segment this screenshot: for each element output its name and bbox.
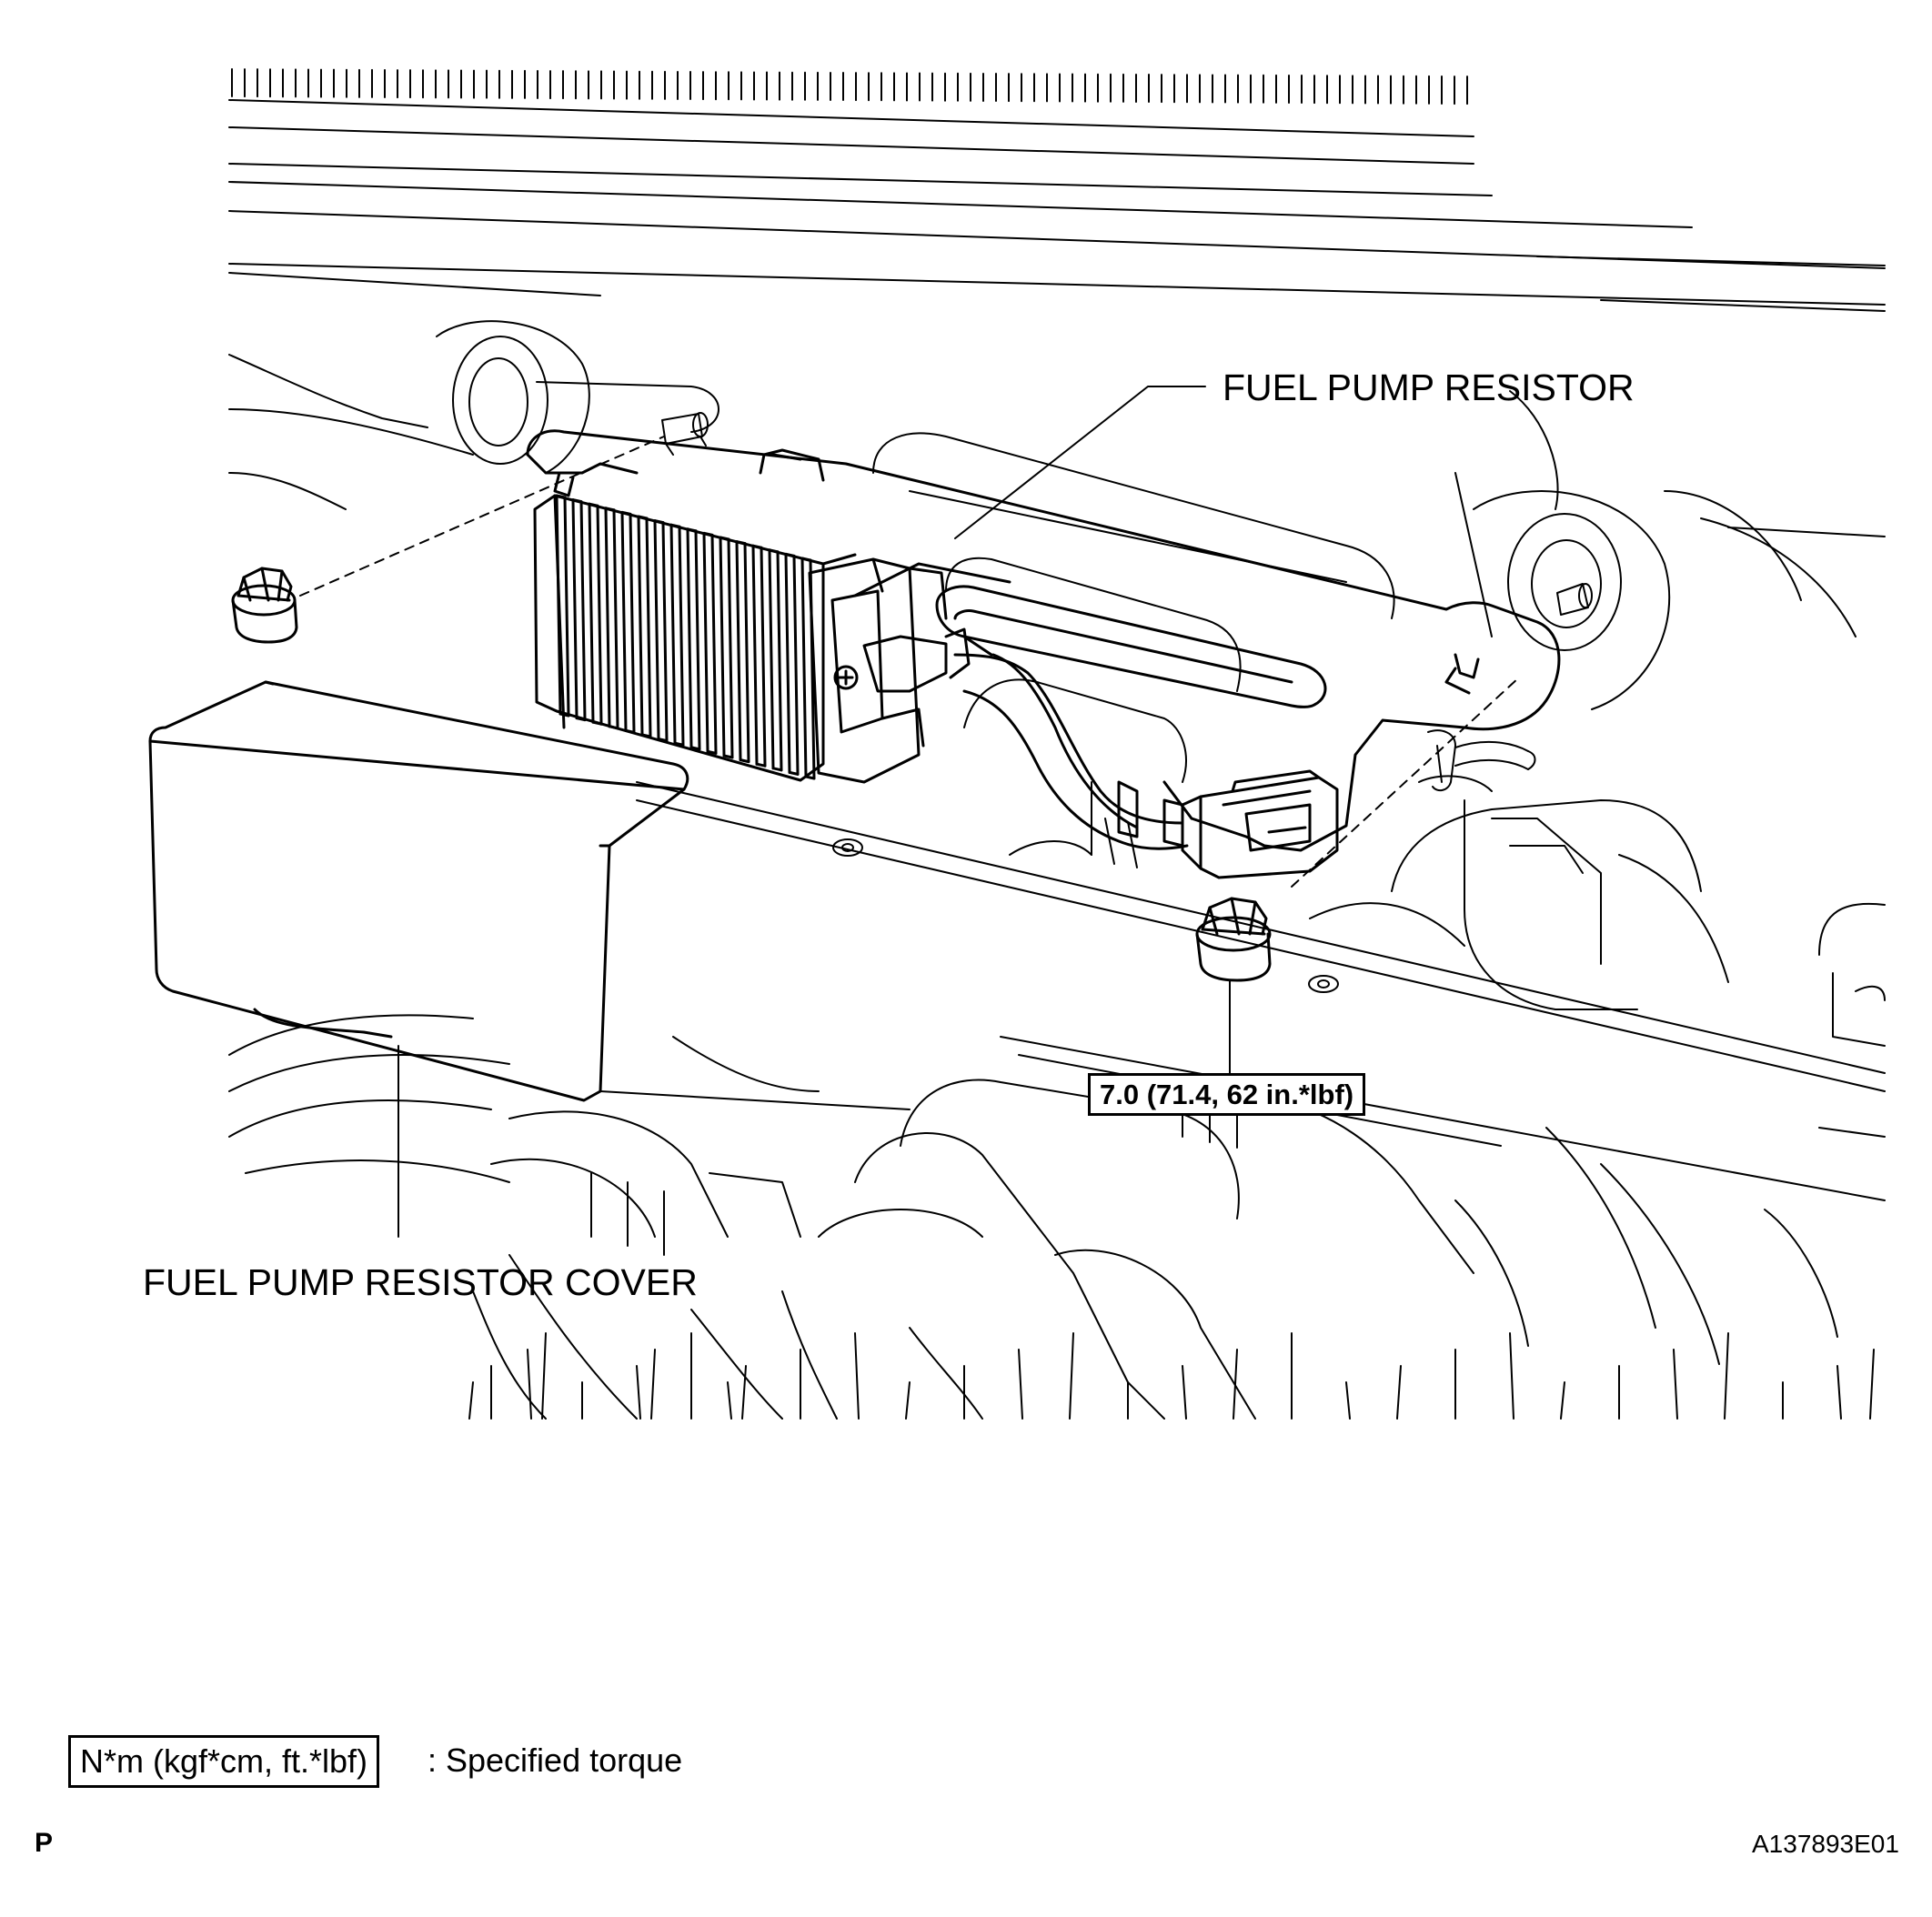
section-letter: P — [35, 1828, 54, 1858]
fuel-pump-resistor-cover — [148, 680, 689, 1102]
wire-harness — [953, 653, 1189, 850]
heatsink-fins — [555, 494, 816, 780]
installation-guide-lines — [299, 436, 1520, 888]
ribbed-rail — [231, 68, 1468, 105]
figure-id: A137893E01 — [1752, 1830, 1899, 1858]
mounting-stud-right — [1556, 583, 1593, 616]
vehicle-body-background — [228, 68, 1886, 1420]
wire-connector — [1181, 769, 1339, 879]
flange-nut-right — [1195, 897, 1272, 982]
legend-description: : Specified torque — [428, 1741, 683, 1779]
bottom-hatching — [468, 1332, 1875, 1420]
flange-nut-left — [231, 567, 298, 644]
legend-unit-box: N*m (kgf*cm, ft.*lbf) — [68, 1735, 380, 1788]
leader-lines — [397, 386, 1231, 1238]
label-fuel-pump-resistor: FUEL PUMP RESISTOR — [1223, 366, 1635, 408]
torque-specification: 7.0 (71.4, 62 in.*lbf) — [1088, 1073, 1366, 1116]
resistor-terminal-block — [808, 557, 993, 784]
label-fuel-pump-resistor-cover: FUEL PUMP RESISTOR COVER — [143, 1261, 698, 1303]
harness-clip — [1427, 729, 1536, 792]
